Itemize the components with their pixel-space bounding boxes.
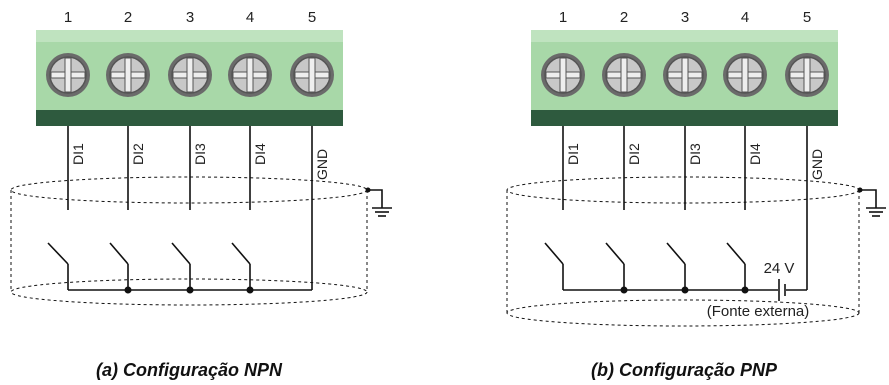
screw-1: [541, 53, 585, 97]
terminal-number-1: 1: [64, 9, 72, 26]
pin-label-di3: DI3: [687, 143, 703, 165]
pin-label-di2: DI2: [130, 143, 146, 165]
terminal-number-2: 2: [620, 9, 628, 26]
cable-shield: [10, 176, 368, 306]
pin-label-di1: DI1: [70, 143, 86, 165]
pin-label-di2: DI2: [626, 143, 642, 165]
screw-4: [228, 53, 272, 97]
supply-voltage-label: 24 V: [764, 260, 795, 277]
terminal-number-4: 4: [246, 9, 254, 26]
pnp-diagram: 1 2 3 4 5 DI1 DI2: [506, 9, 886, 380]
switch-circuit: [544, 126, 808, 294]
battery-icon: [778, 279, 786, 301]
pin-label-di4: DI4: [747, 143, 763, 165]
ground-icon: [365, 187, 392, 217]
pin-label-gnd: GND: [314, 149, 330, 180]
switch-circuit: [47, 126, 313, 294]
screw-3: [663, 53, 707, 97]
terminal-number-3: 3: [186, 9, 194, 26]
screw-2: [106, 53, 150, 97]
caption-pnp: (b) Configuração PNP: [591, 360, 778, 380]
terminal-number-2: 2: [124, 9, 132, 26]
terminal-number-5: 5: [308, 9, 316, 26]
screw-5: [785, 53, 829, 97]
terminal-number-4: 4: [741, 9, 749, 26]
pin-label-di4: DI4: [252, 143, 268, 165]
npn-diagram: 1 2 3 4 5 D: [10, 9, 392, 380]
screw-5: [290, 53, 334, 97]
screw-1: [46, 53, 90, 97]
terminal-number-3: 3: [681, 9, 689, 26]
pin-label-di1: DI1: [565, 143, 581, 165]
supply-note: (Fonte externa): [707, 303, 810, 320]
screw-2: [602, 53, 646, 97]
screw-4: [723, 53, 767, 97]
terminal-number-1: 1: [559, 9, 567, 26]
ground-icon: [857, 187, 886, 217]
pin-label-gnd: GND: [809, 149, 825, 180]
pin-label-di3: DI3: [192, 143, 208, 165]
terminal-number-5: 5: [803, 9, 811, 26]
screw-3: [168, 53, 212, 97]
caption-npn: (a) Configuração NPN: [96, 360, 283, 380]
